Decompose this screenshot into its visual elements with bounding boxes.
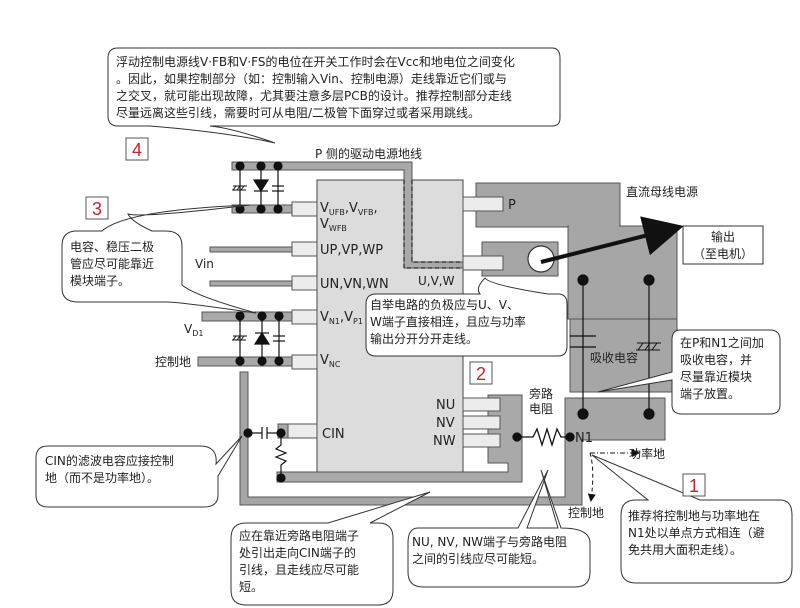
svg-text:2: 2 [476, 364, 486, 384]
label-p: P [508, 198, 516, 213]
output-arrow [540, 216, 684, 264]
callout-top-text: 浮动控制电源线V·FB和V·FS的电位在开关工作时会在Vcc和地电位之间变化 。… [116, 54, 515, 120]
callout-cin-filter-text: CIN的滤波电容应接控制 地（而不是功率地）。 [45, 453, 174, 485]
callout-single-point-bubble [591, 454, 793, 584]
label-power-ground: 功率地 [629, 446, 665, 461]
svg-text:模块端子。: 模块端子。 [70, 274, 130, 288]
callout-cap-zener-text: 电容、稳压二极 管应尽可能靠近 模块端子。 [70, 239, 154, 288]
callout-single-point-text: 推荐将控制地与功率地在 N1处以单点方式相连（避 免共用大面积走线）。 [628, 508, 765, 557]
label-nu: NU [436, 398, 455, 413]
svg-text:1: 1 [689, 476, 699, 496]
label-n1: N1 [575, 431, 593, 446]
pin-upvpwp [291, 241, 318, 257]
svg-text:短。: 短。 [239, 580, 263, 594]
pin-label-unvnwn: UN,VN,WN [320, 277, 389, 292]
label-nv: NV [436, 416, 455, 431]
svg-text:浮动控制电源线V·FB和V·FS的电位在开关工作时会在Vcc: 浮动控制电源线V·FB和V·FS的电位在开关工作时会在Vcc和地电位之间变化 [116, 54, 515, 69]
pin-p [462, 196, 504, 212]
pin-nw [462, 433, 501, 448]
svg-text:CIN的滤波电容应接控制: CIN的滤波电容应接控制 [45, 453, 174, 468]
label-shunt-2: 电阻 [529, 402, 553, 416]
svg-text:吸收电容，并: 吸收电容，并 [680, 352, 752, 367]
label-dc-bus: 直流母线电源 [626, 185, 698, 199]
label-vin: Vin [195, 257, 214, 271]
callout-top-bubble [107, 47, 561, 144]
pin-label-vwfb: VWFB [320, 217, 347, 233]
label-control-ground: 控制地 [155, 355, 191, 369]
svg-text:NU, NV, NW端子与旁路电阻: NU, NV, NW端子与旁路电阻 [412, 534, 567, 549]
svg-text:W端子直接相连，且应与功率: W端子直接相连，且应与功率 [370, 314, 526, 329]
svg-text:应在靠近旁路电阻端子: 应在靠近旁路电阻端子 [239, 528, 359, 543]
pin-cin [287, 423, 318, 439]
callout-cin-route-bubble [230, 491, 431, 606]
label-vd1: VD1 [184, 322, 203, 338]
shunt-resistor [512, 426, 575, 448]
control-ground-arrow [587, 452, 596, 502]
cin-filter [243, 427, 288, 483]
pin-label-vfb: VUFB,VVFB, [320, 201, 378, 217]
callout-nuvw-text: NU, NV, NW端子与旁路电阻 之间的引线应尽可能短。 [412, 534, 567, 566]
badge-4: 4 [125, 137, 149, 161]
svg-text:输出: 输出 [711, 229, 735, 244]
label-uvw: U,V,W [418, 274, 455, 288]
svg-text:免共用大面积走线）。: 免共用大面积走线）。 [628, 542, 742, 557]
callout-nuvw-bubble [407, 469, 591, 588]
callout-snubber-text: 在P和N1之间加 吸收电容，并 尽量靠近模块 端子放置。 [680, 336, 764, 401]
svg-text:引线，且走线应尽可能: 引线，且走线应尽可能 [239, 562, 359, 577]
label-cin: CIN [322, 427, 345, 442]
vin-trace-2 [209, 280, 293, 287]
badge-1: 1 [682, 473, 706, 497]
svg-text:推荐将控制地与功率地在: 推荐将控制地与功率地在 [628, 508, 760, 523]
svg-text:地（而不是功率地）。: 地（而不是功率地）。 [45, 470, 159, 485]
svg-text:（至电机）: （至电机） [693, 247, 753, 261]
pin-nu [462, 397, 501, 412]
svg-text:N1处以单点方式相连（避: N1处以单点方式相连（避 [628, 525, 765, 540]
output-box: 输出 （至电机） [682, 225, 764, 265]
callout-bootstrap-text: 自举电路的负极应与U、V、 W端子直接相连，且应与功率 输出分开分开走线。 [370, 297, 526, 346]
svg-text:管应尽可能靠近: 管应尽可能靠近 [70, 256, 154, 271]
callout-snubber-bubble [597, 329, 781, 415]
svg-text:电容、稳压二极: 电容、稳压二极 [70, 239, 154, 254]
vin-trace-1 [209, 246, 293, 253]
svg-text:尽量靠近模块: 尽量靠近模块 [680, 370, 752, 384]
svg-text:。因此，如果控制部分（如：控制输入Vin、控制电源）走线靠近: 。因此，如果控制部分（如：控制输入Vin、控制电源）走线靠近它们或与 [116, 71, 507, 86]
pin-vfb [291, 201, 318, 217]
snubber-capacitors [570, 274, 661, 420]
svg-text:尽量远离这些引线，需要时可从电阻/二极管下面穿过或者采用跳线: 尽量远离这些引线，需要时可从电阻/二极管下面穿过或者采用跳线。 [116, 105, 480, 120]
label-shunt-1: 旁路 [529, 386, 553, 401]
bootstrap-components [232, 161, 284, 214]
badge-2: 2 [469, 361, 493, 385]
pin-label-upvpwp: UP,VP,WP [320, 243, 383, 258]
svg-text:3: 3 [92, 199, 102, 219]
vd1-components [232, 311, 285, 366]
svg-text:在P和N1之间加: 在P和N1之间加 [680, 336, 764, 350]
callout-cin-filter-bubble [35, 435, 243, 508]
svg-text:输出分开分开走线。: 输出分开分开走线。 [370, 331, 478, 346]
pin-vnc [291, 354, 318, 370]
label-snubber-cap: 吸收电容 [590, 350, 638, 365]
n1-ground-plane [239, 371, 666, 506]
pin-uvw [462, 255, 504, 271]
label-nw: NW [433, 434, 456, 449]
svg-text:处引出走向CIN端子的: 处引出走向CIN端子的 [239, 545, 356, 560]
svg-text:自举电路的负极应与U、V、: 自举电路的负极应与U、V、 [370, 297, 519, 312]
pin-vn1 [291, 309, 318, 325]
label-control-ground-bottom: 控制地 [568, 506, 604, 520]
callout-cap-zener-bubble [61, 204, 257, 314]
callout-bootstrap-bubble [365, 277, 568, 357]
badge-3: 3 [85, 196, 109, 220]
pin-label-vnc: VNC [320, 353, 341, 369]
callout-cin-route-text: 应在靠近旁路电阻端子 处引出走向CIN端子的 引线，且走线应尽可能 短。 [239, 528, 359, 594]
pin-label-vn1-vp1: VN1,VP1 [320, 310, 363, 326]
pin-unvnwn [291, 275, 318, 291]
pin-nv [462, 415, 501, 430]
svg-text:之间的引线应尽可能短。: 之间的引线应尽可能短。 [412, 551, 544, 566]
label-p-side-ground: P 侧的驱动电源地线 [315, 146, 422, 161]
svg-text:之交叉，就可能出现故障，尤其要注意多层PCB的设计。推荐控制: 之交叉，就可能出现故障，尤其要注意多层PCB的设计。推荐控制部分走线 [116, 88, 512, 103]
svg-text:端子放置。: 端子放置。 [680, 386, 740, 401]
svg-text:4: 4 [132, 140, 142, 160]
